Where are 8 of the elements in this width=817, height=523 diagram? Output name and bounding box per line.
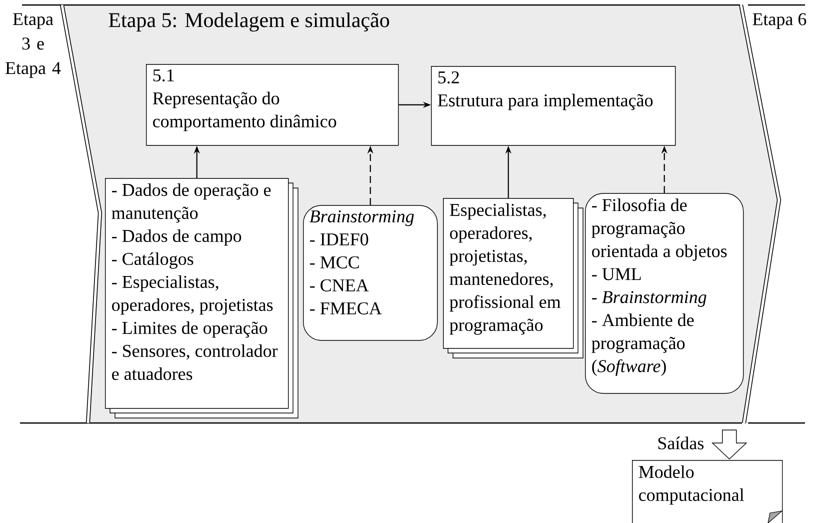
output-document: Modelo computacional [632,460,784,523]
document-stack: Especialistas, operadores, projetistas, mantenedores, profissional em programação [443,198,584,358]
method-box: - Filosofia de programação orientada a objetos - UML - Brainstorming - Ambiente de programação (Software) [585,193,744,394]
process-box: 5.1 Representação do comportamento dinâmico [146,64,399,146]
edge-label: Saídas [658,436,704,450]
process-box: 5.2 Estrutura para implementação [431,66,676,146]
method-box: Brainstorming - IDEF0 - MCC - CNEA - FMECA [303,205,438,341]
document-stack: - Dados de operação e manutenção - Dados de campo - Catálogos - Especialistas, operadores, projetistas - Limites de operação - Sensores, controlador e atuadores [105,178,298,418]
